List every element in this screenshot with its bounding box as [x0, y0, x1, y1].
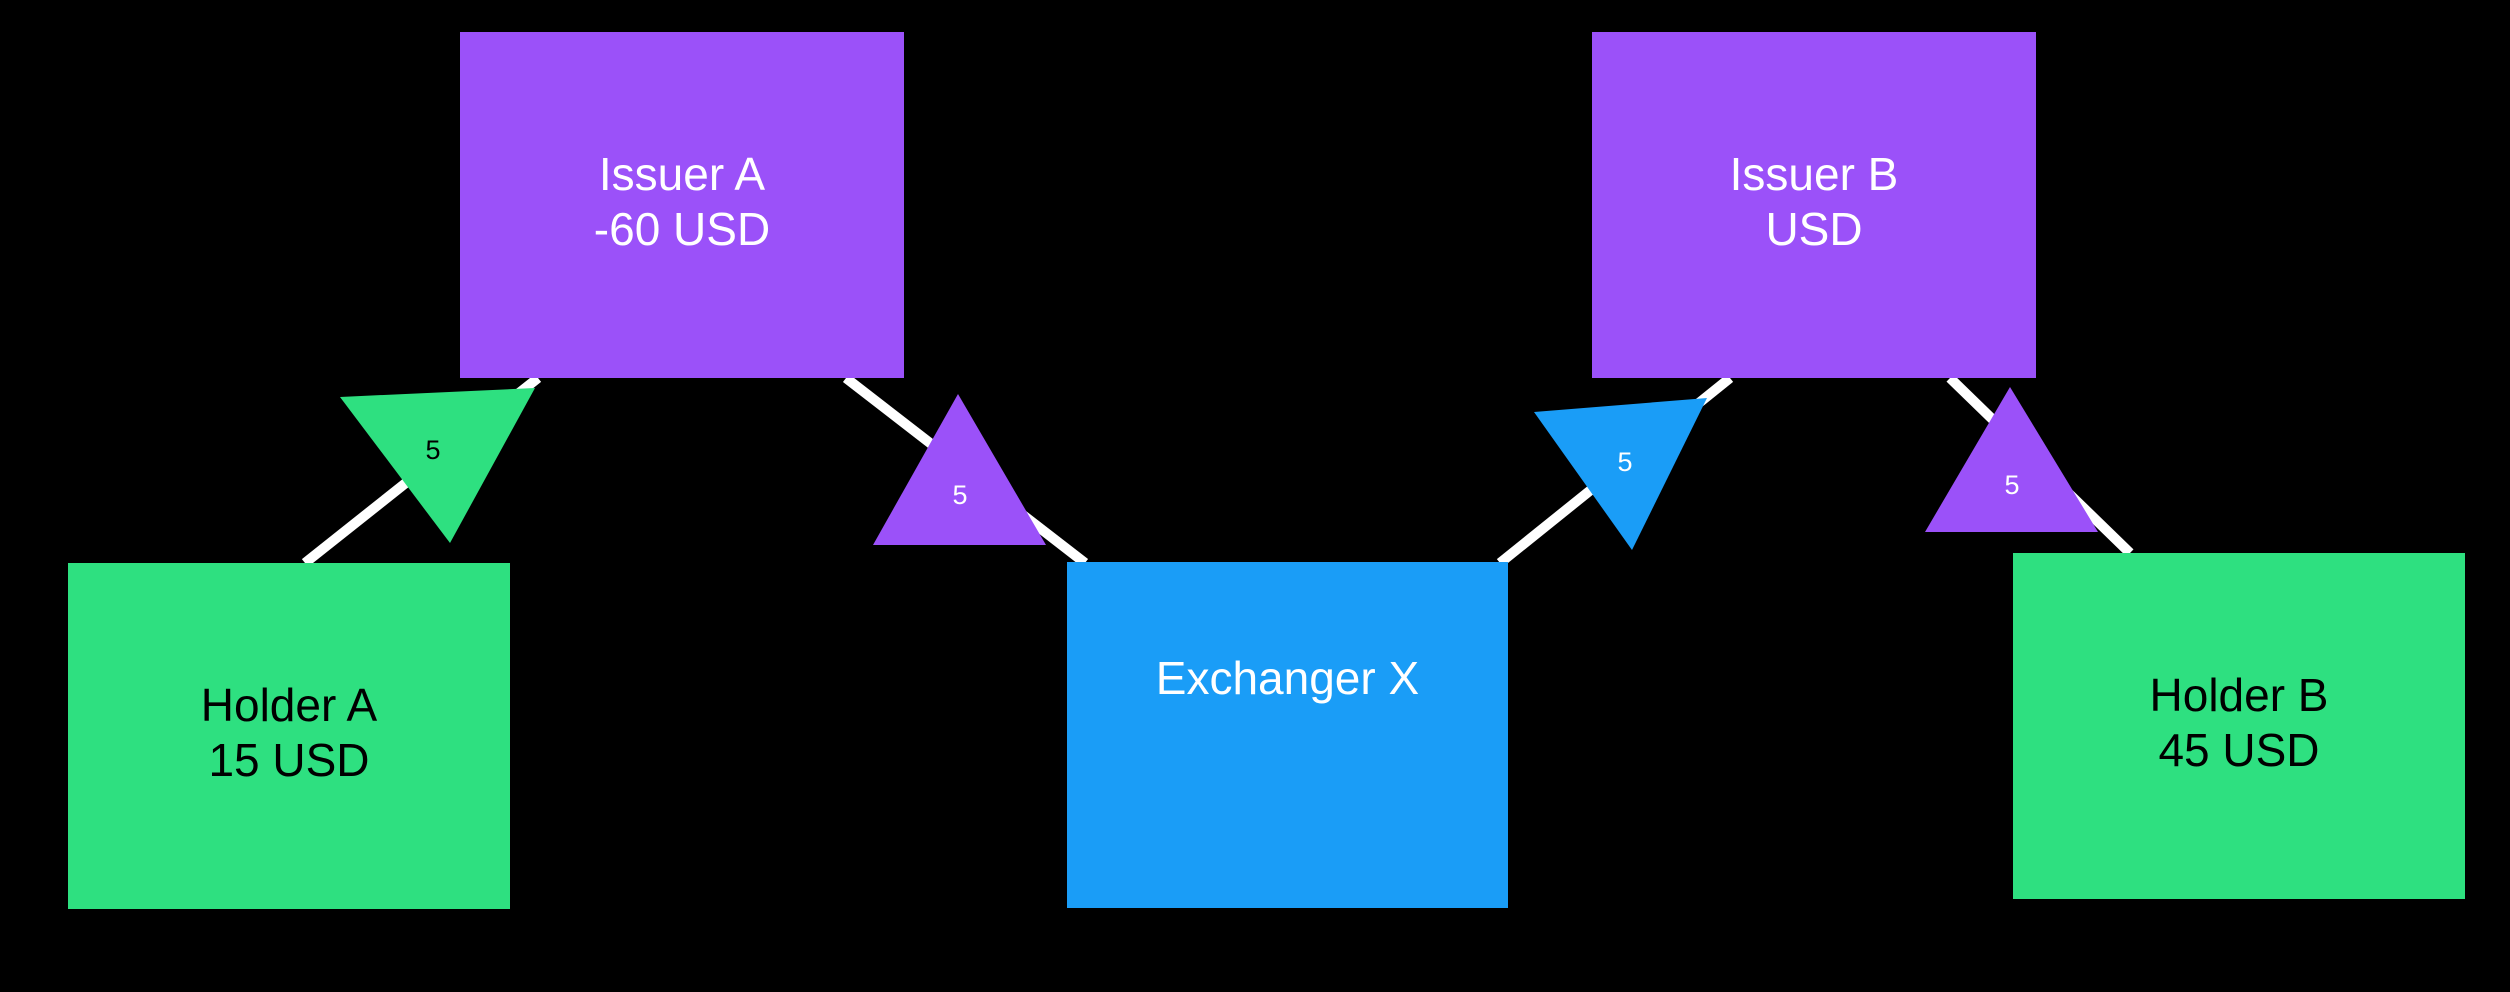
edge-issuer-a-to-exchanger-x-amount-badge[interactable]: 5: [873, 394, 1046, 545]
triangle-icon[interactable]: [1534, 398, 1707, 550]
triangle-icon[interactable]: [1925, 387, 2098, 532]
holder-b-node-label-secondary: 45 USD: [2158, 724, 2319, 776]
holder-a-node-label-secondary: 15 USD: [208, 734, 369, 786]
holder-a-node[interactable]: Holder A15 USD: [68, 563, 510, 909]
holder-b-node[interactable]: Holder B45 USD: [2013, 553, 2465, 899]
holder-b-node-rect[interactable]: [2013, 553, 2465, 899]
edge-issuer-a-to-holder-a-amount-label: 5: [425, 435, 440, 465]
triangle-icon[interactable]: [873, 394, 1046, 545]
issuer-b-node-label-secondary: USD: [1765, 203, 1862, 255]
holder-a-node-rect[interactable]: [68, 563, 510, 909]
issuer-a-node-label-secondary: -60 USD: [594, 203, 770, 255]
exchanger-x-node-rect[interactable]: [1067, 562, 1508, 908]
edge-issuer-b-to-holder-b-amount-badge[interactable]: 5: [1925, 387, 2098, 532]
edge-issuer-a-to-holder-a-amount-badge[interactable]: 5: [340, 388, 535, 543]
edge-issuer-b-to-exchanger-x-amount-badge[interactable]: 5: [1534, 398, 1707, 550]
holder-a-node-label-primary: Holder A: [201, 679, 378, 731]
issuer-a-node[interactable]: Issuer A-60 USD: [460, 32, 904, 378]
issuer-b-node-rect[interactable]: [1592, 32, 2036, 378]
issuer-b-node-label-primary: Issuer B: [1730, 148, 1899, 200]
issuer-a-node-rect[interactable]: [460, 32, 904, 378]
edge-issuer-b-to-holder-b-amount-label: 5: [2004, 470, 2019, 500]
holder-b-node-label-primary: Holder B: [2150, 669, 2329, 721]
exchanger-x-node-label-primary: Exchanger X: [1156, 652, 1419, 704]
edge-issuer-a-to-exchanger-x-amount-label: 5: [952, 480, 967, 510]
triangle-icon[interactable]: [340, 388, 535, 543]
edge-issuer-b-to-exchanger-x-amount-label: 5: [1617, 447, 1632, 477]
exchanger-x-node[interactable]: Exchanger X: [1067, 562, 1508, 908]
badges-layer: 5 5 5 5: [340, 387, 2098, 550]
issuer-a-node-label-primary: Issuer A: [599, 148, 766, 200]
